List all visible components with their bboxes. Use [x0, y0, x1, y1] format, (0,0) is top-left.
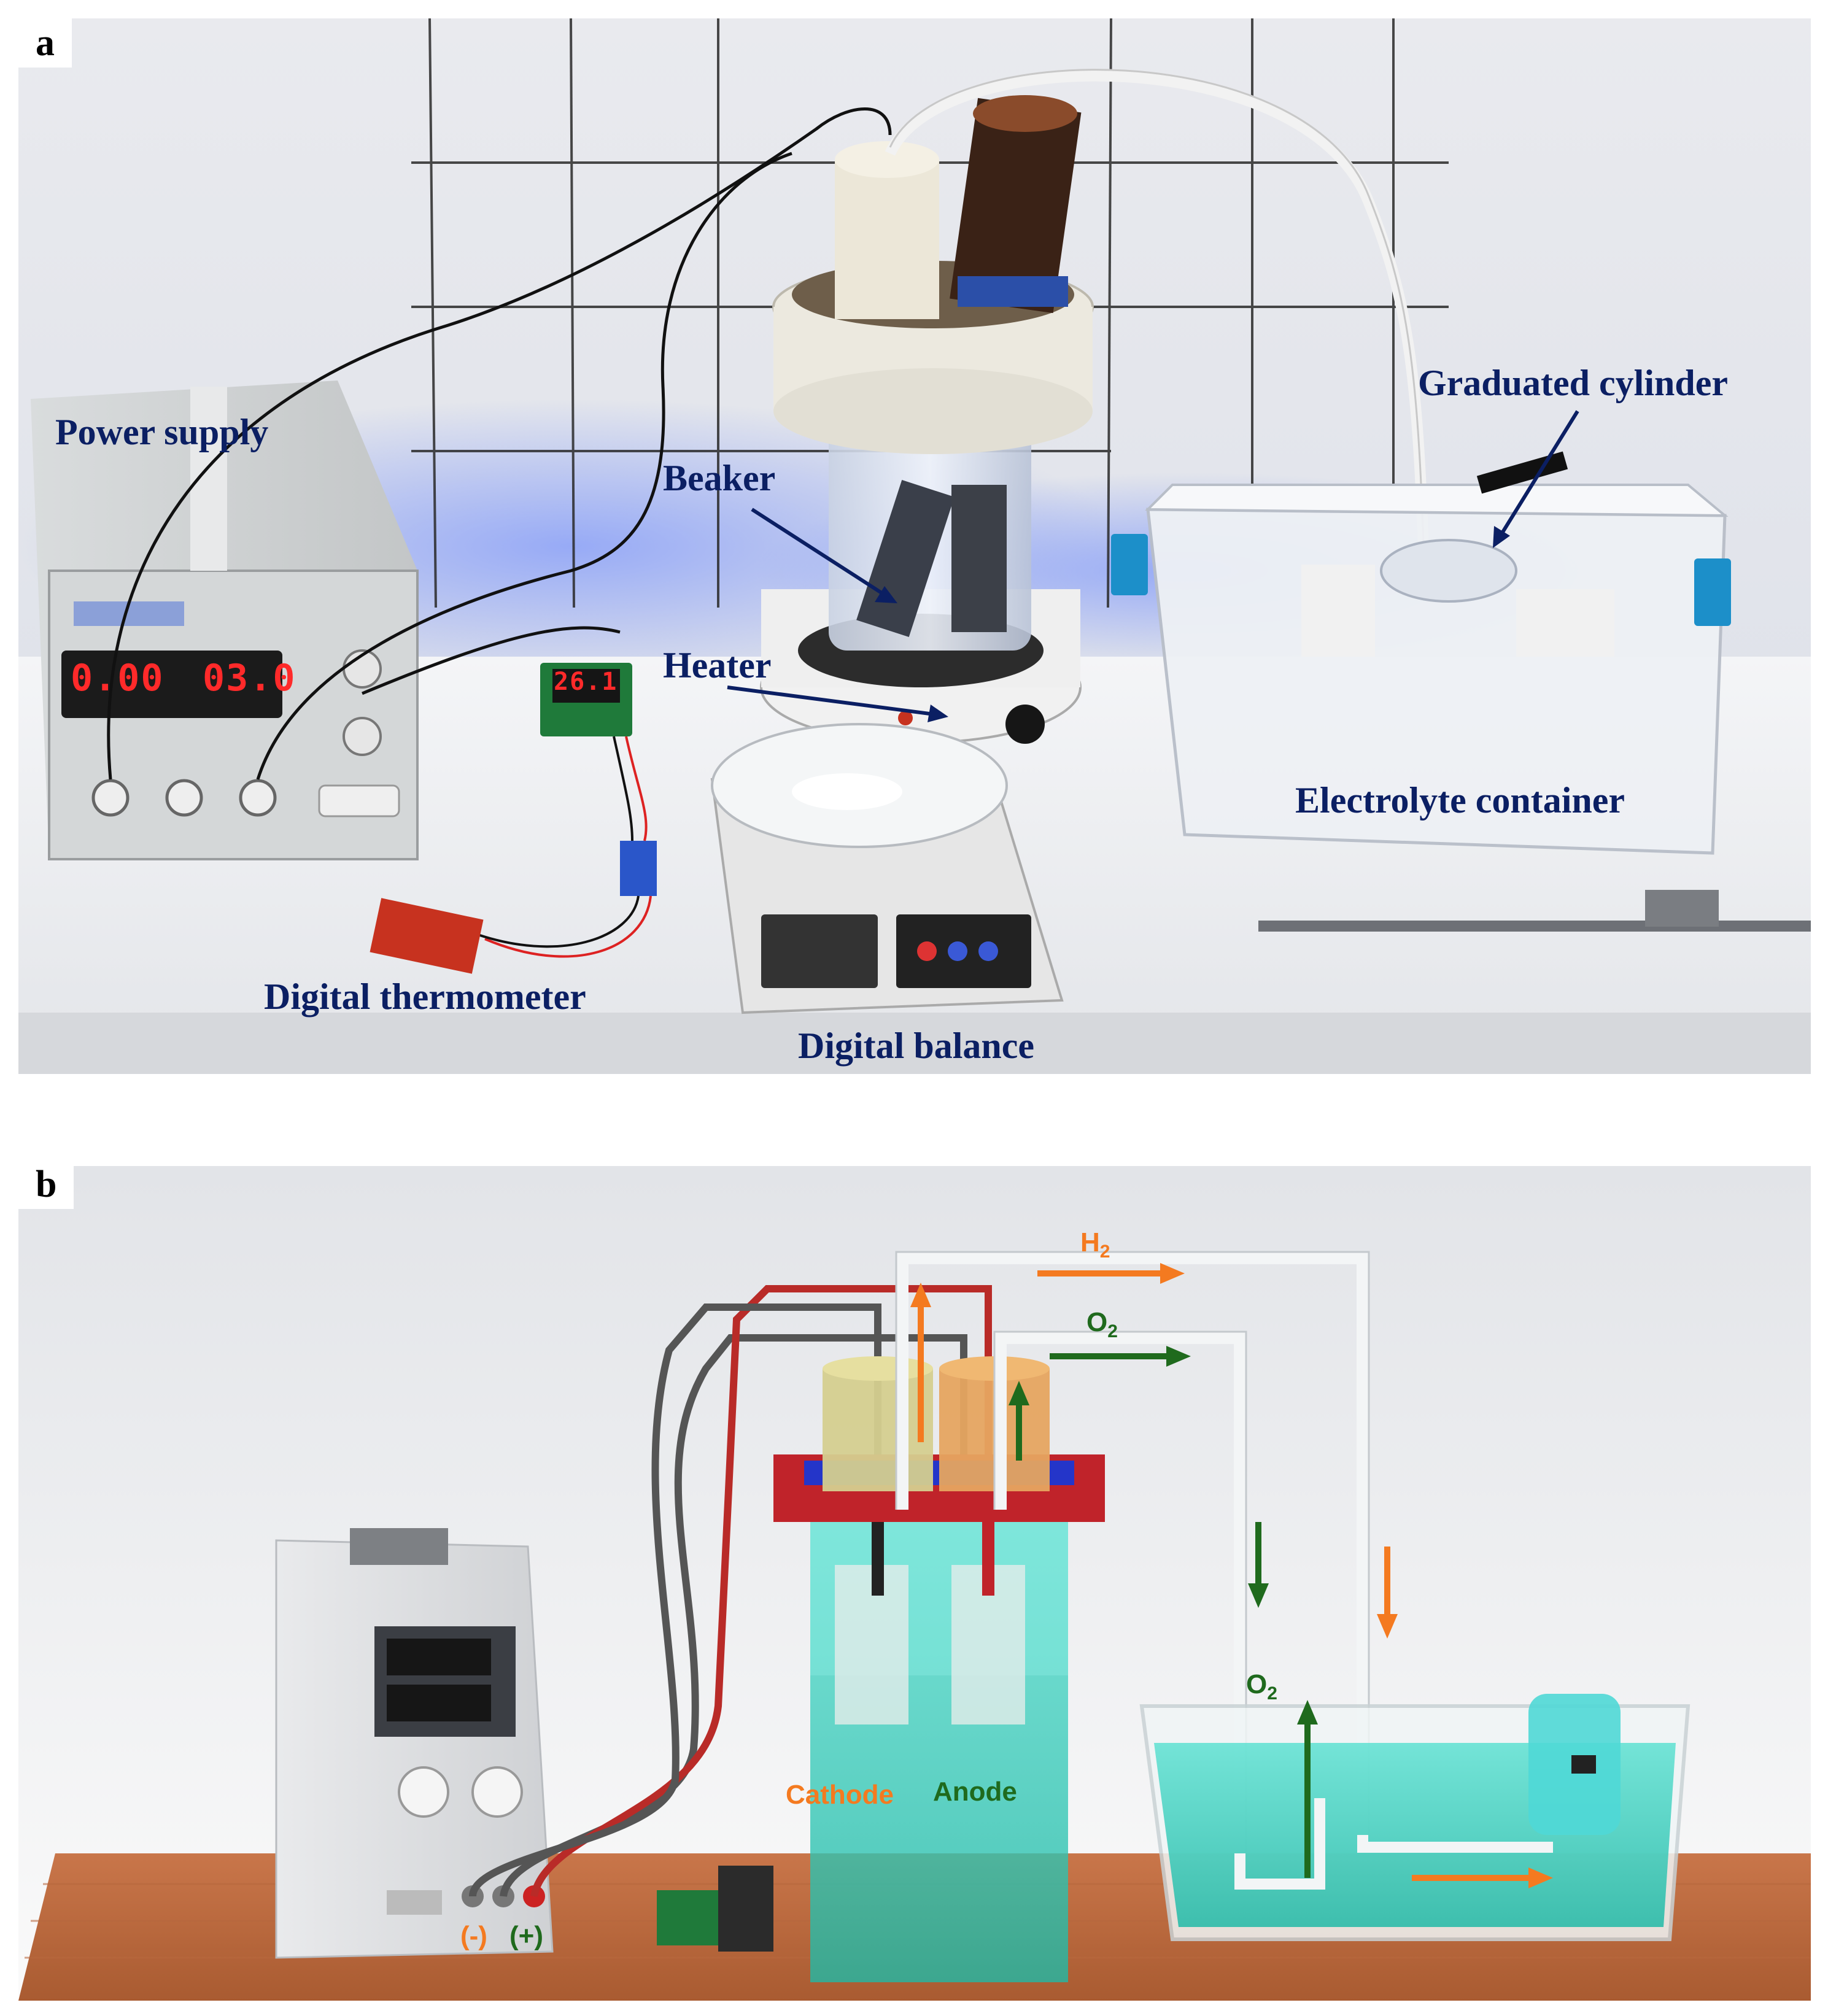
label-minus-terminal: (-) [460, 1921, 487, 1951]
label-cathode: Cathode [786, 1780, 894, 1810]
label-power-supply: Power supply [55, 412, 269, 452]
label-o2-top: O2 [1086, 1307, 1118, 1342]
electrolyte-container-photo [1111, 451, 1731, 855]
panel-a-photo: a 0.00 03.0 26.1 Power supply Beaker Hea… [18, 18, 1811, 1074]
psu-display-right: 03.0 [203, 657, 296, 700]
label-digital-balance: Digital balance [798, 1025, 1034, 1066]
heater-beaker-photo [760, 95, 1094, 744]
label-heater: Heater [663, 645, 772, 686]
gas-flow-arrows [910, 1263, 1553, 1888]
electrolyte-trough-render [1139, 1694, 1691, 1941]
calipers-photo [1258, 890, 1811, 932]
digital-thermometer-photo [370, 663, 657, 974]
psu-display-left: 0.00 [71, 657, 165, 700]
electrolysis-cell-render [773, 1356, 1105, 1982]
lab-setup-photo [18, 18, 1811, 1074]
label-anode: Anode [933, 1777, 1017, 1807]
thermo-display: 26.1 [554, 668, 618, 696]
panel-letter-b: b [18, 1166, 74, 1210]
label-graduated-cylinder: Graduated cylinder [1418, 363, 1728, 403]
power-supply-render [275, 1528, 554, 1959]
panel-letter-a: a [18, 18, 72, 68]
digital-balance-photo [710, 723, 1064, 1014]
label-h2-top: H2 [1080, 1227, 1110, 1262]
label-electrolyte-container: Electrolyte container [1295, 780, 1625, 821]
label-plus-terminal: (+) [509, 1921, 543, 1951]
panel-b-render: b H2 O2 O2 Cathode Anode (-) (+) [18, 1166, 1811, 2001]
label-beaker: Beaker [663, 458, 776, 498]
label-digital-thermometer: Digital thermometer [264, 976, 586, 1017]
power-supply-photo [31, 380, 419, 860]
schematic-render [18, 1166, 1811, 2001]
label-o2-trough: O2 [1246, 1669, 1277, 1704]
